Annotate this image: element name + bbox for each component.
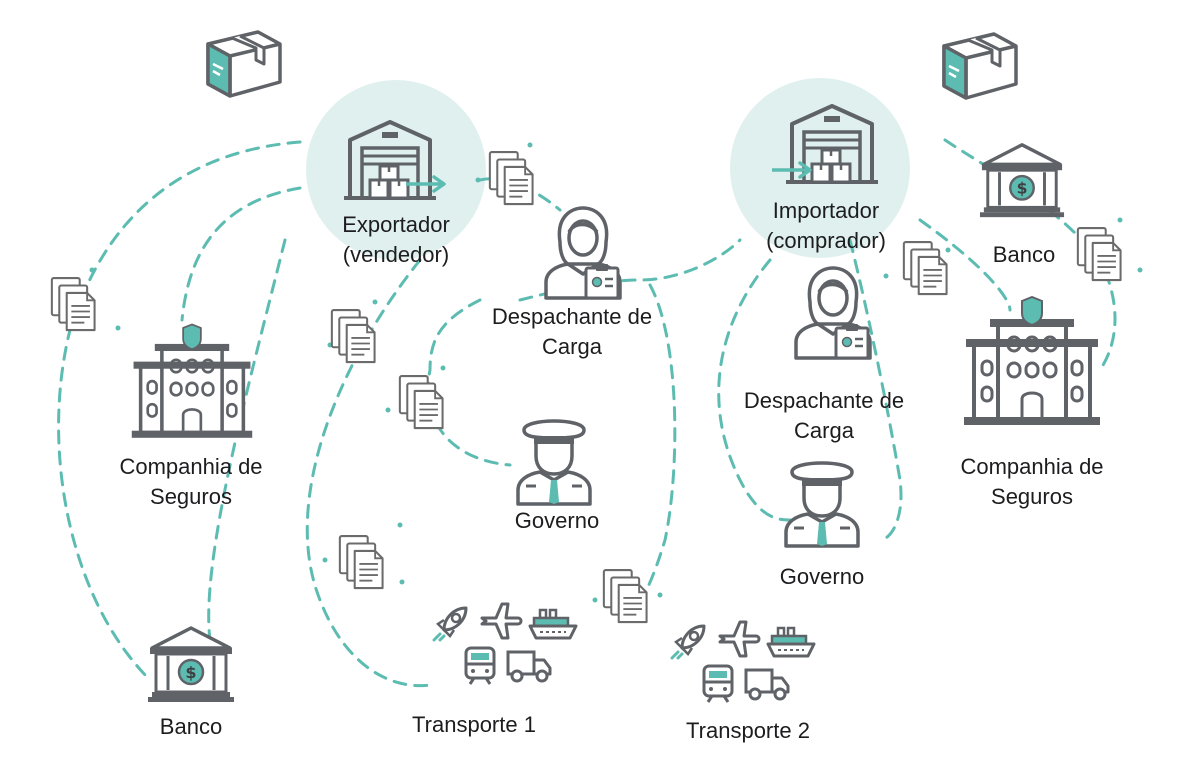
insurance-building-icon-left [130,322,254,440]
rocket-icon [432,606,468,642]
bank-left-label-text: Banco [159,714,223,739]
transport-1-icons [432,602,578,686]
importer-label-line2: (comprador) [766,228,886,253]
government-left-label: Governo [515,506,599,536]
importer-label: Importador (comprador) [766,196,886,256]
truck-icon [506,650,552,683]
government-right-label-text: Governo [779,564,865,589]
forwarder-left-label-line2: Carga [542,334,602,359]
plane-icon [718,620,761,658]
government-left-label-text: Governo [514,508,600,533]
package-box-icon-right [942,32,1018,100]
documents-icon [602,569,648,624]
ship-icon [766,626,816,658]
insurance-building-icon-right [964,297,1100,425]
insurer-right-label-line1: Companhia de [960,454,1104,479]
exporter-label: Exportador (vendedor) [342,210,450,270]
forwarder-right-label-line1: Despachante de [743,388,905,413]
transport-2-label-text: Transporte 2 [686,718,810,743]
forwarder-right-label: Despachante de Carga [744,386,904,446]
ship-icon [528,608,578,640]
train-icon [464,646,496,686]
officer-icon-right [784,461,860,548]
insurer-right-label: Companhia de Seguros [960,452,1103,512]
transport-2-label: Transporte 2 [686,716,810,746]
bank-right-label: Banco [993,240,1055,270]
transport-1-label-text: Transporte 1 [412,712,536,737]
package-box-icon-left [206,30,282,98]
government-right-label: Governo [780,562,864,592]
bank-right-label-text: Banco [992,242,1056,267]
documents-icon [398,375,444,430]
importer-label-line1: Importador [772,198,880,223]
documents-icon [50,277,96,332]
connection-dots [89,142,1143,603]
transport-1-label: Transporte 1 [412,710,536,740]
insurer-left-label-line1: Companhia de [119,454,263,479]
rocket-icon [670,624,706,660]
agent-icon-left [544,206,622,300]
documents-icon [338,535,384,590]
truck-icon [744,668,790,701]
insurer-right-label-line2: Seguros [991,484,1073,509]
bank-icon-left [146,626,236,704]
insurer-left-label: Companhia de Seguros [119,452,262,512]
bank-left-label: Banco [160,712,222,742]
documents-icon [488,151,534,206]
forwarder-left-label: Despachante de Carga [492,302,652,362]
exporter-label-line1: Exportador [342,212,450,237]
plane-icon [480,602,523,640]
documents-icon [902,241,948,296]
transport-2-icons [670,620,816,704]
forwarder-right-label-line2: Carga [794,418,854,443]
bank-icon-right [978,143,1066,219]
documents-icon [1076,227,1122,282]
exporter-label-line2: (vendedor) [342,242,450,267]
train-icon [702,664,734,704]
documents-icon [330,309,376,364]
officer-icon-left [516,419,592,506]
insurer-left-label-line2: Seguros [150,484,232,509]
forwarder-left-label-line1: Despachante de [491,304,653,329]
